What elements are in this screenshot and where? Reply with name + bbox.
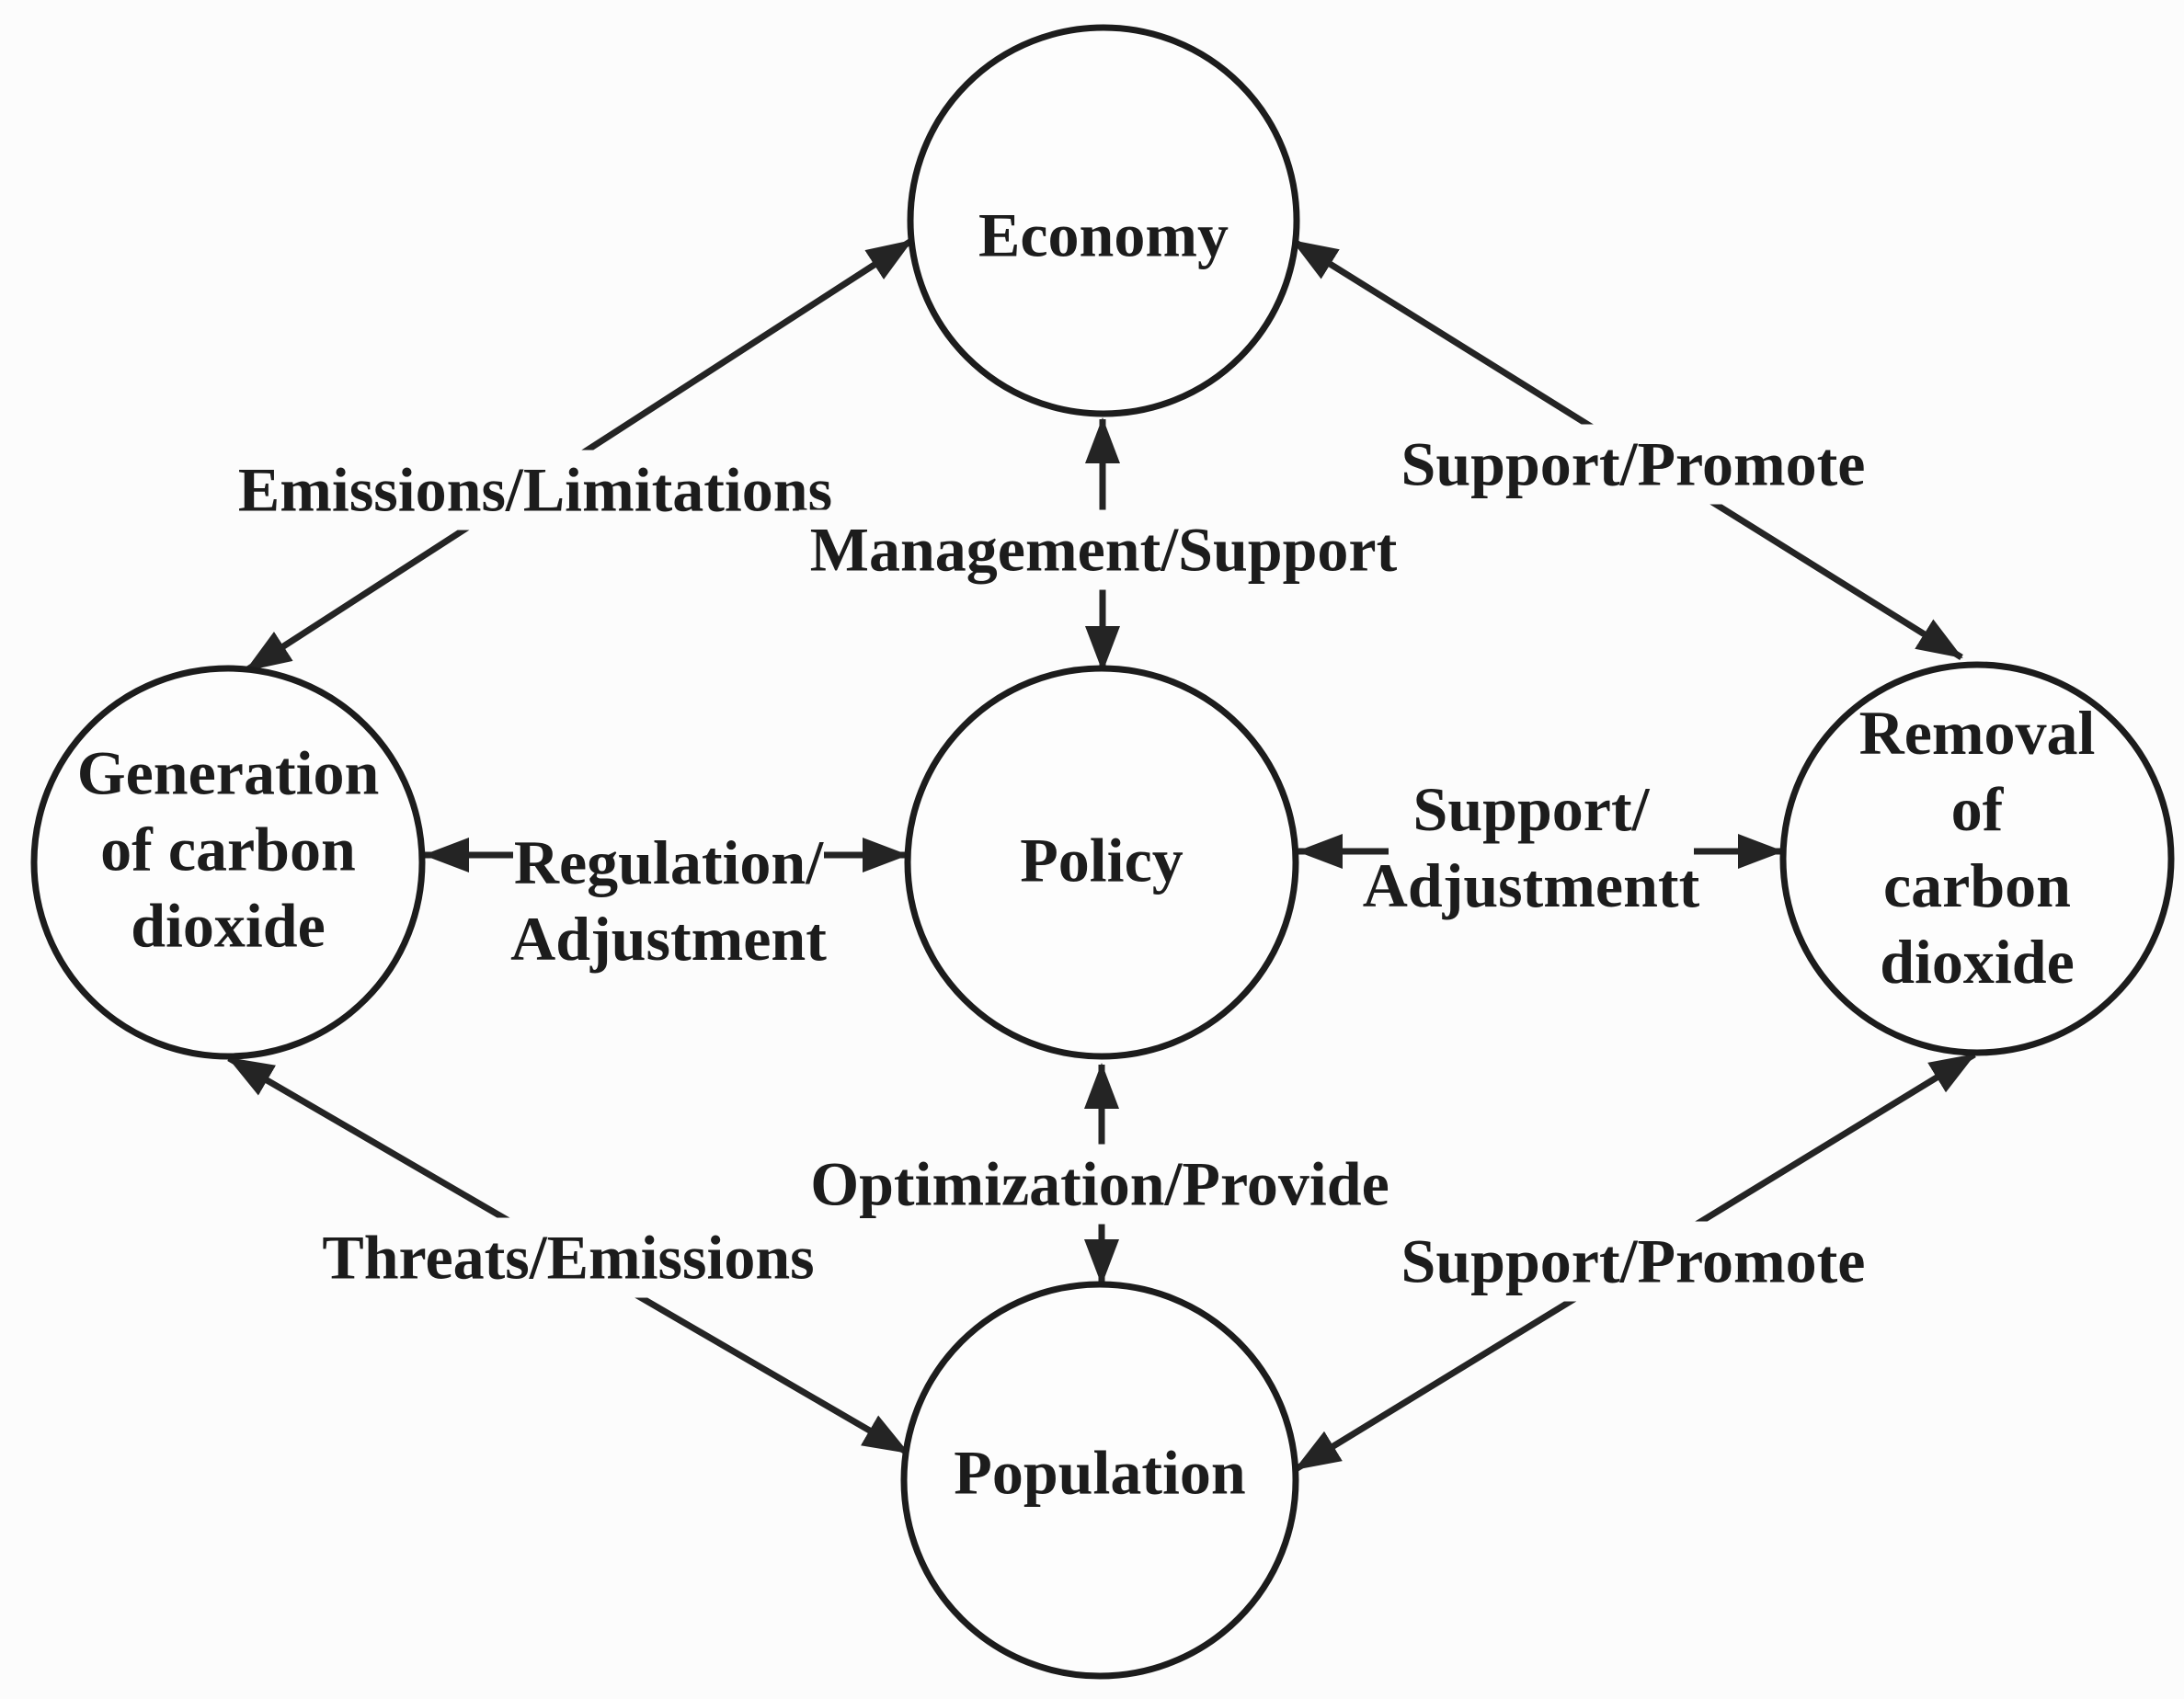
edge-label-threats-emissions: Threats/Emissions: [311, 1217, 826, 1298]
edge-label-support-adjustmentt: Support/ Adjustmentt: [1362, 774, 1700, 920]
generation-node-label: Generation of carbon dioxide: [76, 737, 380, 961]
edge-label-management-support: Management/Support: [798, 509, 1409, 590]
edge-label-emissions-limitations: Emissions/Limitations: [226, 450, 844, 530]
policy-node-circle: [904, 665, 1299, 1060]
removal-node-label: Removal of carbon dioxide: [1858, 698, 2096, 997]
edge-label-support-promote-top: Support/Promote: [1389, 424, 1877, 505]
node-circles: [30, 24, 2175, 1680]
edge-label-support-promote-bottom: Support/Promote: [1389, 1221, 1877, 1302]
generation-node-circle: [30, 665, 426, 1060]
economy-node-circle: [907, 24, 1300, 417]
removal-node-circle: [1779, 661, 2175, 1056]
edge-label-optimization-provide: Optimization/Provide: [799, 1144, 1401, 1225]
edge-label-regulation-adjustment: Regulation/ Adjustment: [510, 827, 827, 974]
population-node-label: Population: [954, 1437, 1246, 1508]
economy-node-label: Economy: [978, 200, 1229, 270]
policy-node-label: Policy: [1020, 825, 1183, 895]
population-node-circle: [900, 1281, 1299, 1680]
